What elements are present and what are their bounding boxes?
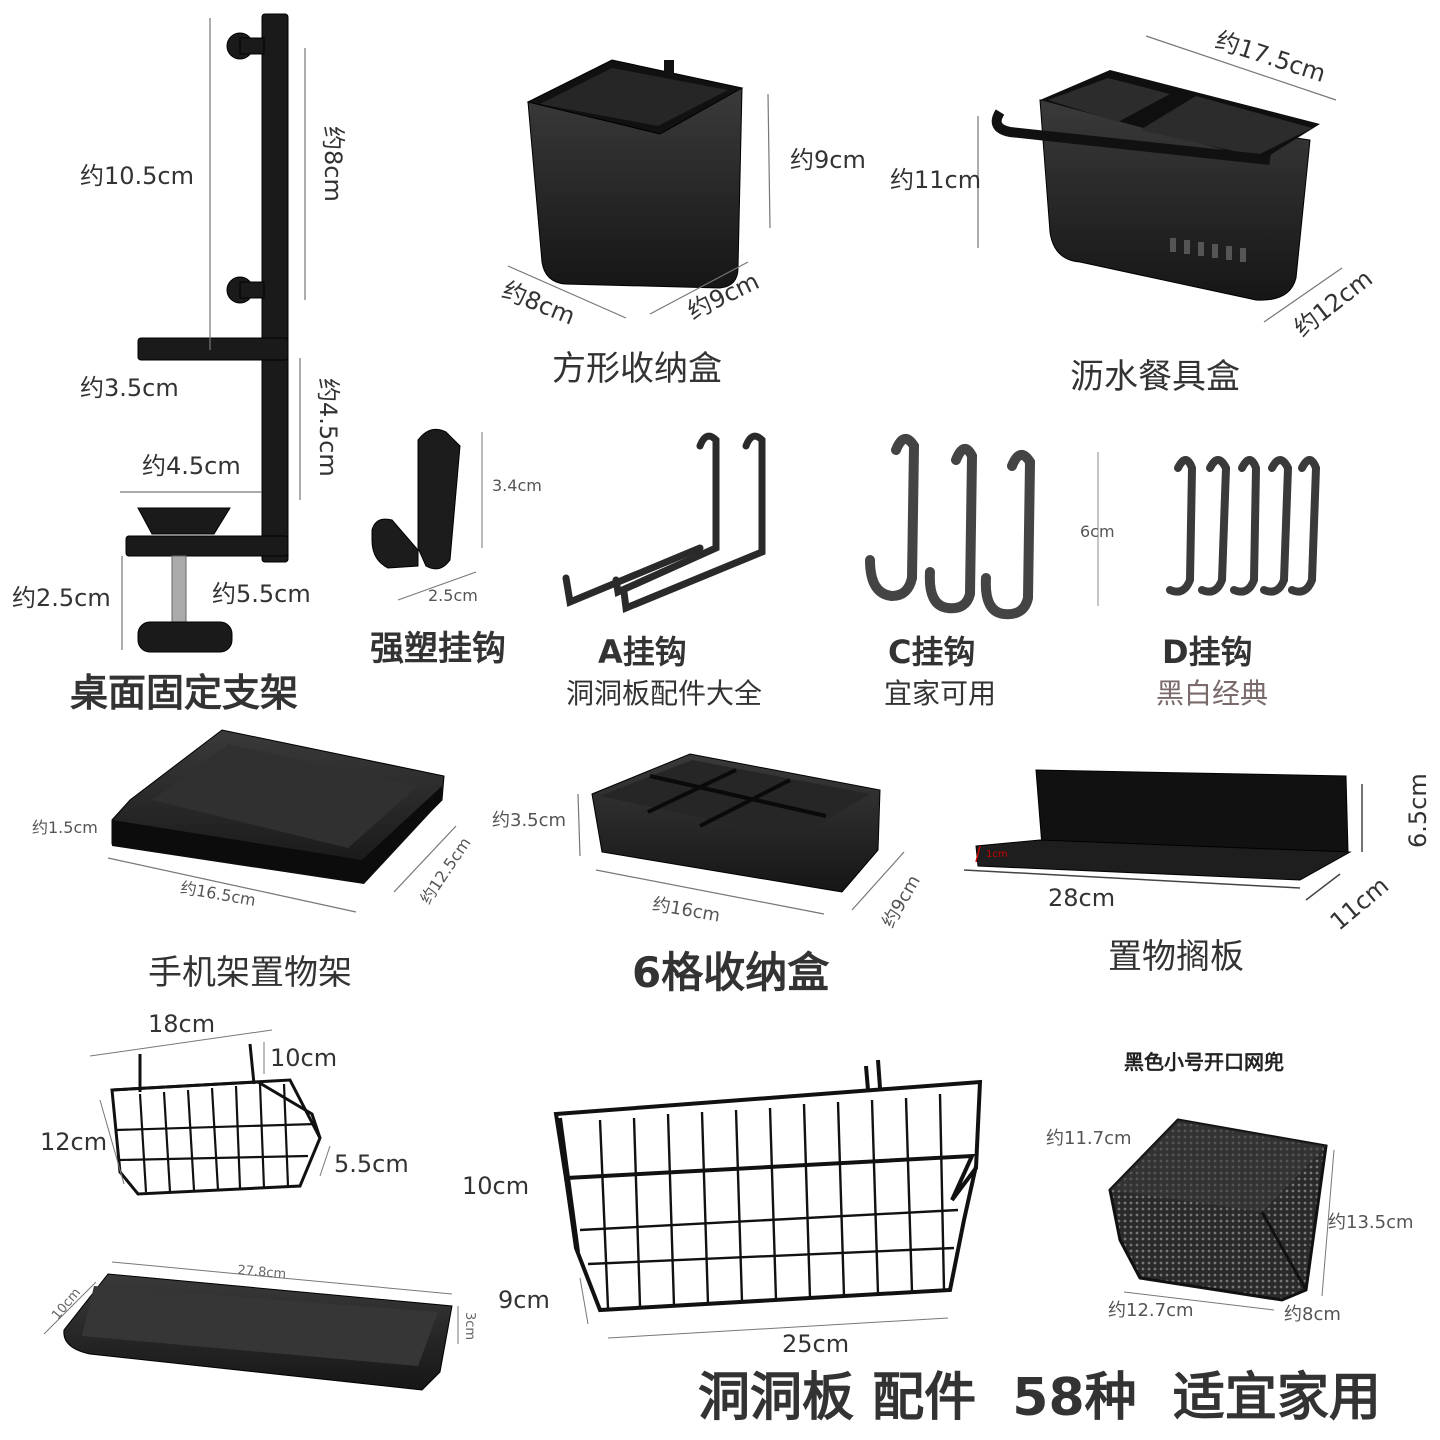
shelf-name: 置物搁板 [1108, 937, 1244, 977]
drain-box-dimension-lines [977, 35, 1343, 323]
phone-tray-dimension-lines [107, 825, 457, 913]
mesh-basket-top-label: 约11.7cm [1046, 1128, 1132, 1149]
phone-tray-name: 手机架置物架 [148, 953, 352, 993]
long-tray-dimension-lines [43, 1261, 459, 1344]
headline: 洞洞板 配件 58种 适宜家用 [698, 1368, 1381, 1428]
square-box-dimension-lines [507, 93, 771, 319]
plastic-hook-dimension-lines [397, 432, 483, 601]
small-basket-height-label: 5.5cm [334, 1150, 409, 1178]
shelf-length-label: 28cm [1048, 884, 1116, 912]
hook-c-title: C挂钩 [888, 633, 976, 671]
large-basket-length-label: 25cm [782, 1330, 850, 1358]
desk-clamp-width-label: 约10.5cm [80, 162, 195, 190]
square-box-image [526, 59, 744, 289]
hook-d-subtitle: 黑白经典 [1156, 677, 1269, 710]
mesh-basket-dimension-lines [1123, 1149, 1335, 1311]
small-wire-basket-image [110, 1043, 322, 1196]
grid-box-dimension-lines [577, 793, 905, 915]
grid-box-name: 6格收纳盒 [632, 948, 830, 997]
desk-clamp-arm-label: 约3.5cm [80, 374, 179, 402]
drain-box-name: 沥水餐具盒 [1070, 357, 1240, 397]
square-box-name: 方形收纳盒 [552, 349, 722, 389]
long-tray-image [63, 1273, 453, 1391]
plastic-hook-image [371, 428, 461, 570]
a-hooks-image [562, 432, 766, 613]
hook-c-subtitle: 宜家可用 [884, 677, 997, 710]
desk-clamp-base-label: 约5.5cm [212, 580, 311, 608]
desk-clamp-lower-height-label: 约4.5cm [314, 378, 342, 477]
wall-shelf-image [975, 769, 1352, 881]
hook-d-title: D挂钩 [1162, 633, 1253, 671]
mesh-basket-depth-label: 约8cm [1284, 1304, 1341, 1325]
grid-box-image [591, 753, 881, 893]
hook-a-subtitle: 洞洞板配件大全 [566, 677, 763, 710]
grid-box-height-label: 约3.5cm [492, 810, 567, 831]
desk-clamp-dimension-lines [120, 18, 306, 650]
large-basket-depth-label: 9cm [498, 1286, 550, 1314]
hook-a-title: A挂钩 [598, 633, 687, 671]
square-box-height-label: 约9cm [790, 146, 866, 174]
mesh-basket-height-label: 约13.5cm [1328, 1212, 1414, 1233]
phone-tray-height-label: 约1.5cm [32, 818, 98, 837]
large-wire-basket-dimension-lines [579, 1277, 949, 1339]
small-basket-hook-label: 10cm [270, 1044, 338, 1072]
plastic-hook-name: 强塑挂钩 [370, 629, 506, 669]
mesh-basket-image [1108, 1118, 1328, 1302]
desk-clamp-screw-width-label: 约4.5cm [142, 452, 241, 480]
hook-d-height-label: 6cm [1080, 522, 1115, 541]
wall-shelf-dimension-lines [963, 784, 1363, 901]
desk-clamp-upper-height-label: 约8cm [319, 126, 347, 202]
long-tray-length-label: 27.8cm [236, 1263, 287, 1283]
plastic-hook-width-label: 2.5cm [428, 586, 478, 605]
phone-tray-image [111, 729, 445, 884]
desk-clamp-image [125, 13, 289, 653]
desk-clamp-thickness-label: 约2.5cm [12, 584, 111, 612]
desk-clamp-name: 桌面固定支架 [70, 671, 299, 715]
large-wire-basket-image [553, 1059, 983, 1313]
d-hooks-image [1166, 456, 1321, 596]
plastic-hook-height-label: 3.4cm [492, 476, 542, 495]
small-basket-depth-label: 12cm [40, 1128, 108, 1156]
large-basket-height-label: 10cm [462, 1172, 530, 1200]
drain-box-image [991, 70, 1320, 301]
drain-box-height-label: 约11cm [890, 166, 982, 194]
small-wire-basket-dimension-lines [89, 1029, 331, 1185]
mesh-basket-width-label: 约12.7cm [1108, 1300, 1194, 1321]
long-tray-height-label: 3cm [462, 1312, 477, 1341]
mesh-basket-title: 黑色小号开口网兜 [1124, 1050, 1284, 1074]
shelf-lip-label: 1cm [986, 849, 1008, 860]
small-basket-width-label: 18cm [148, 1010, 216, 1038]
shelf-height-label: 6.5cm [1404, 773, 1432, 848]
c-hooks-image [865, 434, 1036, 620]
